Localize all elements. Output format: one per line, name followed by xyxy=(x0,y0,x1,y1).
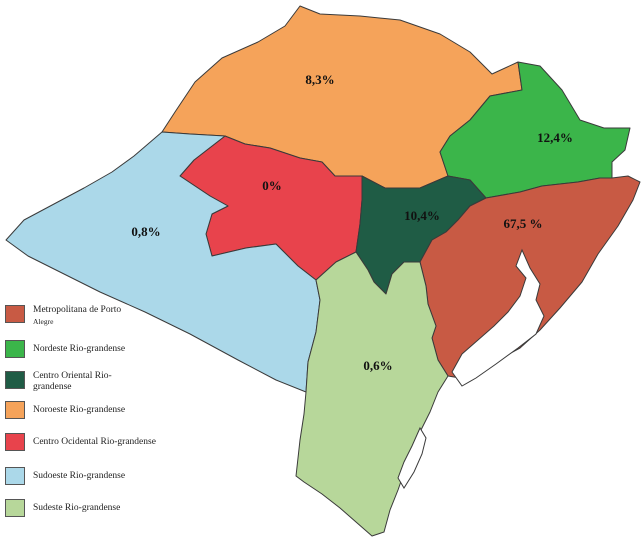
legend-item-sudeste: Sudeste Rio-grandense xyxy=(5,499,143,517)
legend-label: Nordeste Rio-grandense xyxy=(33,344,126,354)
legend-item-nordeste: Nordeste Rio-grandense xyxy=(5,340,143,358)
legend-label: Sudeste Rio-grandense xyxy=(33,503,121,513)
legend-swatch xyxy=(5,340,25,358)
value-centro-oriental: 10,4% xyxy=(404,208,440,223)
legend-sublabel: Alegre xyxy=(33,317,54,326)
legend-item-centro-ocidental: Centro Ocidental Rio-grandense xyxy=(5,433,193,451)
legend-label: Centro Oriental Rio- xyxy=(33,371,112,381)
legend-item-metropolitana: Metropolitana de Porto Alegre xyxy=(5,305,143,327)
legend-swatch xyxy=(5,499,25,517)
legend-swatch xyxy=(5,433,25,451)
legend-label: Metropolitana de Porto xyxy=(33,305,122,315)
legend-item-noroeste: Noroeste Rio-grandense xyxy=(5,401,143,419)
legend-label: Sudoeste Rio-grandense xyxy=(33,471,126,481)
legend-item-centro-oriental: Centro Oriental Rio- grandense xyxy=(5,371,143,393)
lagoa-mirim xyxy=(397,426,427,489)
legend-sublabel: grandense xyxy=(33,382,72,392)
region-sudeste[interactable] xyxy=(295,251,449,537)
legend-label: Centro Ocidental Rio-grandense xyxy=(33,437,156,447)
value-noroeste: 8,3% xyxy=(305,72,334,87)
lagoa-dos-patos xyxy=(451,248,545,387)
legend-swatch xyxy=(5,371,25,389)
value-sudeste: 0,6% xyxy=(363,358,392,373)
value-centro-ocidental: 0% xyxy=(262,178,282,193)
legend-swatch xyxy=(5,401,25,419)
legend-label: Noroeste Rio-grandense xyxy=(33,405,126,415)
legend-item-sudoeste: Sudoeste Rio-grandense xyxy=(5,467,143,485)
legend-swatch xyxy=(5,305,25,323)
value-sudoeste: 0,8% xyxy=(131,224,160,239)
legend-swatch xyxy=(5,467,25,485)
value-nordeste: 12,4% xyxy=(537,130,573,145)
value-metropolitana: 67,5 % xyxy=(504,216,543,231)
